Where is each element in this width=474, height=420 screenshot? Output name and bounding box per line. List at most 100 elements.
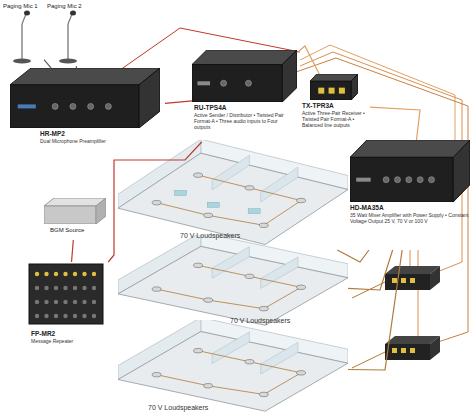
device-description: Active Three-Pair Receiver • Twisted Pai…	[302, 110, 368, 128]
ceiling-speaker	[297, 198, 306, 202]
control-knob	[245, 80, 251, 86]
partition-wall	[212, 332, 249, 364]
floor-shape	[118, 320, 348, 416]
receiver-side	[430, 266, 440, 290]
device-label: RU-TPS4A	[194, 104, 294, 112]
mic-label-box: Paging Mic 2	[44, 2, 92, 10]
device-label: TX-TPR3A	[302, 102, 368, 110]
terminal-screw	[44, 300, 48, 304]
terminal-screw	[63, 314, 67, 318]
terminal-screw	[92, 300, 96, 304]
device-front	[350, 157, 453, 202]
device-shape	[10, 68, 160, 128]
wire-connector	[348, 250, 393, 290]
receiver-front	[385, 274, 430, 290]
wire-connector	[297, 46, 319, 74]
floor-plate: 70 V Loudspeakers	[118, 320, 348, 416]
terminal-screw	[82, 272, 86, 276]
floor-label: 70 V Loudspeakers	[230, 317, 290, 324]
floor-label: 70 V Loudspeakers	[148, 404, 208, 411]
floor-slab	[118, 246, 348, 325]
control-knob	[52, 103, 58, 109]
ceiling-speaker	[259, 392, 268, 396]
device-top	[310, 74, 358, 81]
ceiling-speaker	[204, 213, 213, 217]
terminal-screw	[92, 272, 96, 276]
control-knob	[394, 177, 400, 183]
device-description: Dual Microphone Preamplifier	[40, 138, 160, 144]
partition-wall	[261, 167, 298, 202]
ceiling-speaker	[245, 360, 254, 364]
receiver-unit: TX-TPR3AActive Three-Pair Receiver • Twi…	[300, 74, 370, 136]
device-top	[350, 140, 470, 157]
floor-slab	[118, 153, 348, 244]
terminal-block	[401, 348, 406, 353]
ceiling-speaker	[194, 348, 203, 352]
terminal-block	[401, 278, 406, 283]
mic-label: Paging Mic 2	[47, 2, 92, 10]
device-side	[139, 68, 160, 128]
terminal-screw	[82, 286, 86, 290]
amplifier-unit: HD-MA35A35 Watt Mixer Amplifier with Pow…	[348, 140, 472, 250]
twisted-pair-wire	[300, 45, 455, 150]
small-receiver	[385, 266, 440, 290]
device-shape	[192, 50, 297, 102]
device-front	[192, 65, 282, 102]
mic-stand	[67, 24, 69, 60]
floor-label: 70 V Loudspeakers	[180, 232, 240, 239]
control-knob	[221, 80, 227, 86]
partition-wall	[212, 155, 249, 190]
ceiling-speaker	[152, 200, 161, 204]
partition-wall	[212, 247, 249, 278]
device-label: HR-MP2	[40, 130, 160, 138]
terminal-block	[410, 278, 415, 283]
terminal-screw	[92, 286, 96, 290]
mic-gooseneck	[68, 14, 72, 24]
terminal-screw	[54, 272, 58, 276]
terminal-screw	[63, 272, 67, 276]
control-knob	[406, 177, 412, 183]
device-side	[351, 74, 358, 100]
mic-symbol	[44, 10, 92, 64]
panel-board	[29, 264, 103, 324]
terminal-block	[392, 348, 397, 353]
twisted-pair-wire	[300, 52, 462, 274]
mic-gooseneck	[22, 14, 26, 24]
terminal-screw	[63, 286, 67, 290]
device-label: FP-MR2	[31, 330, 109, 338]
speaker-wire	[157, 265, 301, 308]
control-knob	[105, 103, 111, 109]
wire-connector	[72, 240, 74, 262]
speaker-wire	[352, 282, 385, 298]
floor-slab	[118, 332, 348, 412]
terminal-block	[392, 278, 397, 283]
mic-base	[59, 59, 77, 64]
speaker-wire	[410, 250, 411, 268]
wire-connector	[337, 250, 369, 262]
wire-connector	[370, 107, 420, 140]
terminal-screw	[92, 314, 96, 318]
desk	[175, 190, 187, 195]
floor-plate: 70 V Loudspeakers	[118, 235, 348, 330]
mic-base	[13, 59, 31, 64]
label-box: TX-TPR3AActive Three-Pair Receiver • Twi…	[302, 102, 368, 128]
front-badge	[18, 104, 36, 108]
terminal-screw	[73, 300, 77, 304]
device-side	[282, 50, 297, 102]
mic-label: Paging Mic 1	[3, 2, 44, 10]
desk	[207, 202, 219, 207]
label-box: HD-MA35A35 Watt Mixer Amplifier with Pow…	[350, 204, 470, 224]
device-shape	[350, 140, 470, 202]
label-box: RU-TPS4AActive Sender / Distributor • Tw…	[194, 104, 294, 130]
label-box: BGM Source	[50, 226, 110, 234]
front-badge	[197, 81, 210, 85]
ceiling-speaker	[194, 173, 203, 177]
device-top	[10, 68, 160, 85]
device-front	[10, 85, 139, 128]
audio-wire	[120, 28, 300, 70]
partition-wall	[261, 257, 298, 288]
terminal-screw	[44, 272, 48, 276]
device-side	[96, 198, 106, 224]
terminal-screw	[35, 272, 39, 276]
